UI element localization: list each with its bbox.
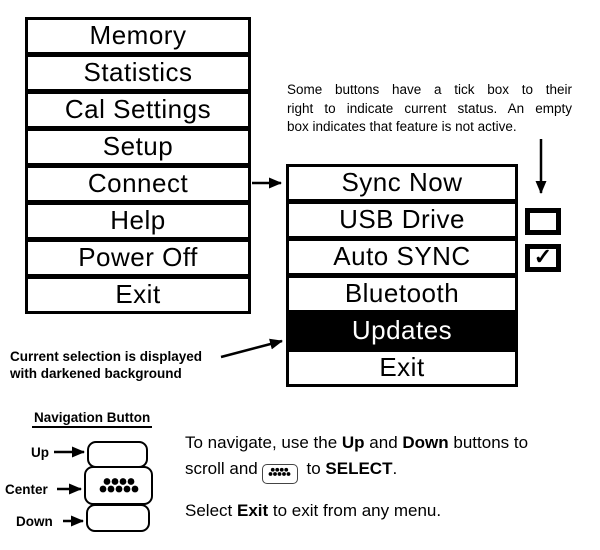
auto-sync-tickbox-checked[interactable]: ✓: [525, 244, 561, 272]
down-label: Down: [16, 514, 53, 529]
up-button-illustration: [87, 441, 148, 468]
selection-note-line: Current selection is displayed: [10, 349, 203, 364]
keypad-dots-icon: [99, 478, 138, 493]
checkmark-icon: ✓: [533, 244, 553, 269]
exit-keyword: Exit: [236, 501, 269, 520]
menu-item-cal-settings[interactable]: Cal Settings: [25, 91, 251, 129]
up-label: Up: [31, 445, 49, 460]
down-button-illustration: [86, 504, 150, 532]
main-menu: Memory Statistics Cal Settings Setup Con…: [25, 17, 251, 314]
tickbox-note: Some buttons have a tick box to their ri…: [287, 81, 572, 137]
up-keyword: Up: [341, 433, 365, 452]
instruction-text: Select: [185, 501, 237, 520]
instructions-text: To navigate, use the Up and Down buttons…: [185, 430, 597, 524]
selection-note-arrow: [220, 338, 283, 359]
center-button-inline-icon: [261, 464, 298, 484]
menu-item-help[interactable]: Help: [25, 202, 251, 240]
instructions-line-2: scroll and to SELECT.: [185, 456, 597, 484]
submenu-item-sync-now[interactable]: Sync Now: [286, 164, 518, 202]
center-label: Center: [5, 482, 48, 497]
navigation-button-title: Navigation Button: [32, 410, 153, 428]
instructions-line-3: Select Exit to exit from any menu.: [185, 498, 597, 524]
menu-item-exit[interactable]: Exit: [25, 276, 251, 314]
selection-note: Current selection is displayed with dark…: [10, 349, 202, 382]
menu-item-connect[interactable]: Connect: [25, 165, 251, 203]
submenu-item-auto-sync[interactable]: Auto SYNC: [286, 238, 518, 276]
selection-note-line: with darkened background: [10, 365, 182, 381]
tickbox-note-line: box indicates that feature is not active…: [287, 119, 517, 134]
select-keyword: SELECT: [325, 459, 393, 478]
submenu-item-bluetooth[interactable]: Bluetooth: [286, 275, 518, 313]
instruction-text: buttons to: [448, 433, 529, 452]
menu-item-statistics[interactable]: Statistics: [25, 54, 251, 92]
instruction-text: .: [392, 459, 398, 478]
instruction-text: and: [364, 433, 403, 452]
instruction-text: scroll and: [185, 459, 258, 478]
tickbox-note-line: Some buttons have a tick box to their: [287, 82, 572, 97]
instruction-text: to exit from any menu.: [268, 501, 442, 520]
usb-drive-tickbox-unchecked[interactable]: [525, 208, 561, 235]
menu-item-power-off[interactable]: Power Off: [25, 239, 251, 277]
down-keyword: Down: [402, 433, 449, 452]
menu-item-memory[interactable]: Memory: [25, 17, 251, 55]
instructions-line-1: To navigate, use the Up and Down buttons…: [185, 430, 597, 456]
center-button-illustration: [84, 466, 153, 505]
submenu-item-exit[interactable]: Exit: [286, 349, 518, 387]
submenu-item-usb-drive[interactable]: USB Drive: [286, 201, 518, 239]
connect-sub-menu: Sync Now USB Drive Auto SYNC Bluetooth U…: [286, 164, 518, 387]
submenu-item-updates-selected[interactable]: Updates: [286, 312, 518, 350]
instruction-text: To navigate, use the: [185, 433, 342, 452]
menu-item-setup[interactable]: Setup: [25, 128, 251, 166]
tickbox-note-line: right to indicate current status. An emp…: [287, 100, 572, 116]
keypad-dots-icon: [268, 467, 291, 476]
instruction-text: to: [301, 459, 326, 478]
